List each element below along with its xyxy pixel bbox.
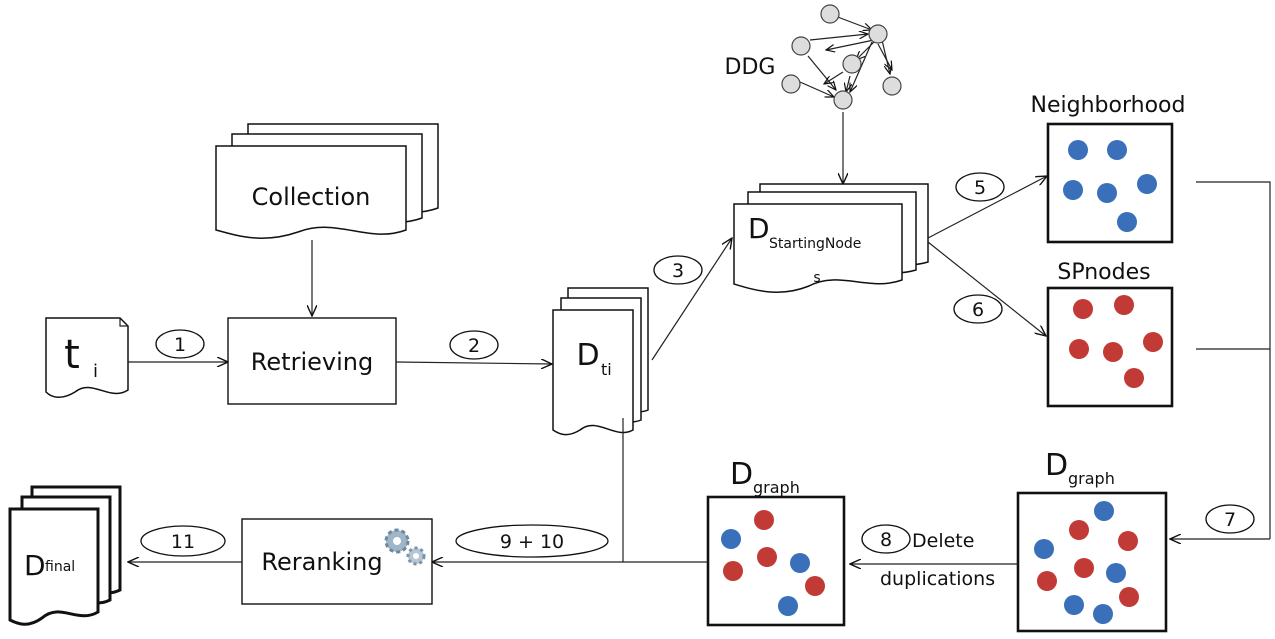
step-7-label: 7 — [1224, 509, 1236, 531]
merge-line-neighborhood — [1196, 181, 1271, 539]
dgraph-merged-dots — [1034, 501, 1139, 624]
step-2-badge — [449, 330, 499, 360]
ti-document: t i — [45, 317, 129, 398]
dfinal-label: D — [24, 549, 46, 582]
step-5-badge — [955, 172, 1005, 202]
dti-subscript: ti — [601, 360, 612, 379]
arrow-to-neighborhood — [927, 176, 1047, 239]
neighborhood-dots — [1063, 140, 1157, 232]
dgraph-subscript: graph — [753, 478, 800, 497]
dgraph-merged-subscript: graph — [1068, 469, 1115, 488]
arrow-retrieving-to-dti — [395, 362, 552, 364]
step-11-badge — [140, 525, 226, 557]
collection-doc-stack: Collection — [215, 123, 439, 239]
step-6-label: 6 — [972, 299, 984, 321]
dgraph-dots — [721, 510, 825, 616]
arrow-to-spnodes — [927, 241, 1046, 336]
step-1-label: 1 — [174, 334, 186, 356]
dstartingnodes-subscript: StartingNode — [769, 236, 861, 252]
dstartingnodes-doc-stack: D StartingNode s — [733, 183, 929, 293]
dfinal-doc-stack: D final — [8, 485, 122, 626]
dti-label: D — [576, 338, 599, 373]
retrieving-label: Retrieving — [251, 348, 373, 376]
step-9-10-label: 9 + 10 — [500, 531, 564, 553]
neighborhood-title: Neighborhood — [1031, 93, 1186, 118]
step-3-badge — [653, 255, 703, 285]
step-8-badge — [861, 524, 911, 554]
delete-label: Delete — [912, 530, 974, 552]
dgraph-label: D — [730, 457, 753, 492]
step-3-label: 3 — [672, 260, 684, 282]
reranking-label: Reranking — [261, 548, 382, 576]
dstartingnodes-label: D — [748, 212, 770, 245]
ddg-label: DDG — [725, 55, 776, 80]
step-6-badge — [953, 294, 1003, 324]
step-2-label: 2 — [468, 335, 480, 357]
retrieving-box — [227, 317, 397, 405]
step-9-10-badge — [455, 524, 609, 558]
dstartingnodes-subscript-cont: s — [813, 270, 820, 286]
step-5-label: 5 — [974, 177, 986, 199]
ti-subscript: i — [93, 361, 98, 382]
spnodes-title: SPnodes — [1057, 260, 1150, 285]
step-11-label: 11 — [171, 531, 195, 553]
dfinal-subscript: final — [45, 559, 75, 575]
step-1-badge — [155, 329, 205, 359]
duplications-label: duplications — [880, 568, 995, 590]
dti-doc-stack: D ti — [552, 287, 649, 436]
collection-label: Collection — [252, 183, 371, 211]
step-7-badge — [1205, 504, 1255, 534]
ddg-graph: DDG — [725, 4, 902, 110]
gears-icon — [384, 528, 426, 566]
arrow-dti-to-dstartingnodes — [651, 238, 732, 361]
spnodes-dots — [1069, 295, 1163, 388]
ti-label: t — [64, 332, 80, 378]
dgraph-merged-label: D — [1045, 448, 1068, 483]
step-8-label: 8 — [880, 529, 892, 551]
